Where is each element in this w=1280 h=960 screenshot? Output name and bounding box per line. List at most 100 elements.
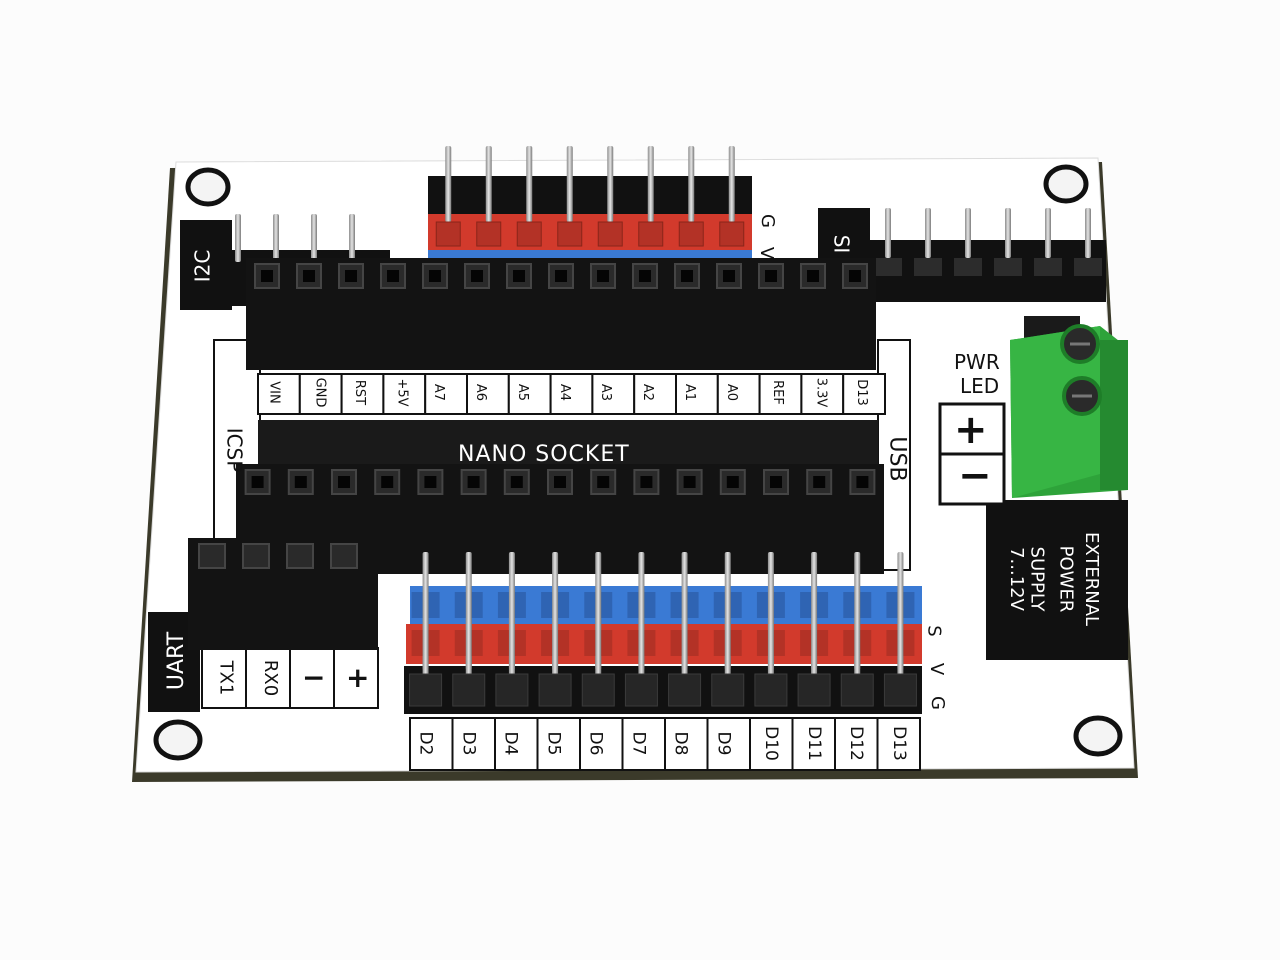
top-pin-label: +5V: [394, 378, 410, 407]
top-label-box: [298, 373, 343, 415]
mounting-hole-tl: [185, 167, 231, 207]
socket-hole-core: [424, 476, 437, 488]
socket-hole: [422, 263, 448, 289]
top-label-box: [507, 373, 552, 415]
top-pin-label: VIN: [266, 381, 282, 404]
spi-pin-slot: [1074, 258, 1102, 276]
digital-pin-lower: [854, 590, 861, 670]
bottom-pin-label: D4: [500, 731, 521, 756]
header-pin: [445, 146, 452, 222]
i2c-pin: [273, 214, 279, 262]
spi-header-body: [866, 240, 1106, 302]
uart-pin-label: RX0: [260, 659, 282, 697]
black-pin-slot: [840, 673, 874, 707]
top-pin-label: A6: [472, 383, 488, 402]
socket-hole-core: [597, 476, 610, 488]
socket-hole-core: [681, 270, 693, 282]
top-pin-label: A2: [640, 383, 656, 402]
digital-pin-lower: [767, 590, 774, 670]
bottom-pin-label: D12: [846, 726, 867, 761]
uart-pin-label: +: [346, 661, 370, 694]
nano-socket-body: [258, 420, 878, 470]
socket-hole-core: [597, 270, 609, 282]
black-pin-slot: [754, 673, 788, 707]
socket-hole-core: [429, 270, 441, 282]
digital-pin-lower: [638, 590, 645, 670]
top-pin-label: A5: [514, 383, 530, 402]
usb-label: USB: [884, 436, 910, 482]
uart-socket-hole: [198, 543, 226, 569]
digital-pin-lower: [552, 590, 559, 670]
socket-hole-core: [639, 270, 651, 282]
uart-socket-hole: [242, 543, 270, 569]
digital-pin-lower: [681, 590, 688, 670]
uart-pin-label: TX1: [215, 660, 237, 696]
black-pin-slot: [624, 673, 658, 707]
socket-hole-core: [765, 270, 777, 282]
digital-pin-lower: [811, 590, 818, 670]
uart-label-box: [289, 647, 335, 709]
top-pin-label: A7: [431, 383, 447, 402]
socket-hole-core: [856, 476, 869, 488]
bottom-label-box: [876, 717, 921, 771]
uart-socket-hole: [330, 543, 358, 569]
bottom-pin-label: D10: [761, 726, 782, 761]
top-label-box: [716, 373, 761, 415]
power-minus-label: −: [958, 453, 992, 499]
header-pin: [526, 146, 533, 222]
top-label-box: [842, 373, 887, 415]
red-bar-bottom: [406, 624, 922, 664]
red-pin-slot: [435, 221, 461, 247]
black-pin-slot: [711, 673, 745, 707]
spi-pin-slot: [994, 258, 1022, 276]
socket-hole: [676, 469, 703, 495]
bottom-pin-label: D2: [415, 731, 436, 756]
digital-pin-header: [404, 552, 922, 714]
spi-pin: [1085, 208, 1091, 258]
socket-hole-core: [513, 270, 525, 282]
i2c-tag: [180, 220, 232, 310]
socket-hole-core: [683, 476, 696, 488]
uart-socket: [188, 538, 378, 650]
spi-label: SI: [829, 234, 854, 254]
header-pin: [728, 146, 735, 222]
spi-header: [866, 208, 1106, 302]
socket-hole-core: [640, 476, 653, 488]
socket-hole-core: [555, 270, 567, 282]
bottom-label-box: [749, 717, 794, 771]
spi-pin: [1045, 208, 1051, 258]
svg-bottom-s: S: [923, 625, 945, 637]
power-terminal-block: [1010, 316, 1128, 498]
top-pin-label: A1: [681, 383, 697, 402]
digital-pin-lower: [897, 590, 904, 670]
nano-socket-top-row: [246, 258, 876, 370]
led-label: LED: [960, 374, 1000, 398]
spi-pin: [925, 208, 931, 258]
spi-pin-slot: [874, 258, 902, 276]
socket-hole-core: [381, 476, 394, 488]
bottom-pin-label: D8: [670, 731, 691, 756]
top-pin-label: A0: [723, 383, 739, 402]
bottom-label-box: [834, 717, 879, 771]
socket-hole-core: [813, 476, 826, 488]
spi-pin-slot: [1034, 258, 1062, 276]
red-pin-slot: [516, 221, 542, 247]
header-pin: [607, 146, 614, 222]
i2c-pin: [311, 214, 317, 262]
socket-hole-core: [294, 476, 307, 488]
svg-bottom-g: G: [926, 696, 948, 710]
black-bar-bottom: [404, 666, 922, 714]
socket-hole-core: [345, 270, 357, 282]
blue-bar-bottom: [410, 586, 922, 626]
black-pin-slot: [452, 673, 486, 707]
bottom-label-box: [409, 717, 454, 771]
top-pin-label: D13: [853, 379, 869, 406]
black-pin-slot: [883, 673, 917, 707]
mounting-hole-br: [1073, 715, 1123, 757]
top-gv-header: [428, 146, 752, 262]
external-power-label: EXTERNAL POWER SUPPLY 7...12V: [1005, 531, 1103, 627]
bottom-label-strip: [409, 717, 921, 771]
socket-hole-core: [467, 476, 480, 488]
